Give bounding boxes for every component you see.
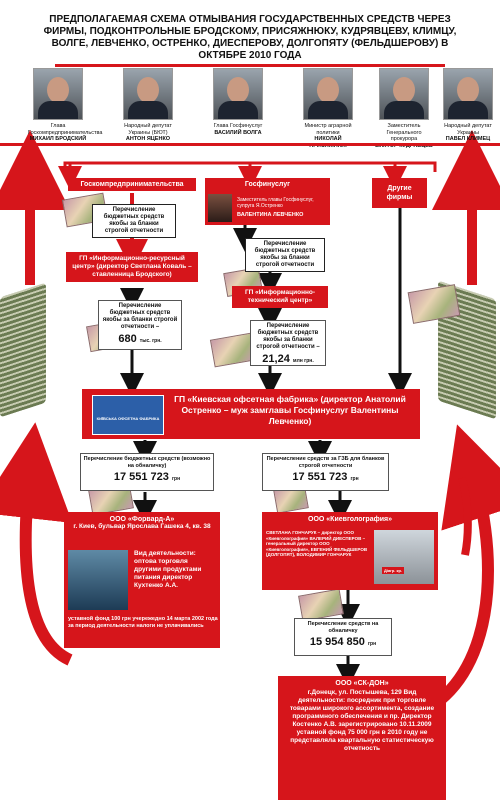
right-out-label: Перечисление средств за ГЗБ для бланков …	[266, 456, 385, 469]
skdon-title: ООО «СК-ДОН»	[335, 680, 389, 687]
deputy-role: Заместитель главы Госфинуслуг, супруга Я…	[237, 197, 314, 209]
header-gosfinuslug: Госфинуслуг	[205, 178, 330, 191]
left-out-card: Перечисление бюджетных средств (возможно…	[80, 453, 214, 491]
amount-label: Перечисление бюджетных средств якобы за …	[102, 303, 178, 330]
left-return-arrow	[0, 422, 73, 666]
person-role: Народный депутат Украины	[444, 123, 492, 136]
amount-unit: тыс. грн.	[139, 338, 162, 344]
portrait	[213, 68, 263, 120]
forward-a-card: ООО «Форвард-А» г. Киев, бульвар Ярослав…	[64, 512, 220, 648]
person-card: Министр аграрной политики НИКОЛАЙ ПРИСЯЖ…	[298, 68, 358, 149]
amount-card-left: Перечисление бюджетных средств якобы за …	[98, 300, 182, 350]
kievgolo-photo-label: Діагр. кр.	[382, 567, 405, 574]
person-card: Народный депутат Украины ПАВЕЛ КЛИМЕЦ	[438, 68, 498, 143]
amount-value-wrap: 21,24 млн грн.	[251, 353, 325, 365]
amount-value-wrap: 17 551 723 грн	[81, 471, 213, 483]
title-divider	[55, 64, 445, 67]
person-name: ПАВЕЛ КЛИМЕЦ	[445, 136, 491, 142]
money-stack-left	[0, 282, 46, 418]
skdon-card: ООО «СК-ДОН» г.Донецк, ул. Постышева, 12…	[278, 676, 446, 800]
portrait	[379, 68, 429, 120]
forward-activity: Вид деятельности: оптова торговля другим…	[134, 550, 202, 589]
person-role: Глава Госфинуслуг	[213, 123, 263, 129]
building-photo	[68, 550, 128, 610]
transfer-box: Перечисление бюджетных средств якобы за …	[245, 238, 325, 272]
person-name: МИХАИЛ БРОДСКИЙ	[29, 136, 87, 142]
kievgolo-title: ООО «Киевголография»	[308, 516, 392, 523]
factory-sign-text: КИЇВСЬКА ОФСЕТНА ФАБРИКА	[96, 416, 160, 421]
cash-card: Перечисление средств на обналичку 15 954…	[294, 618, 392, 656]
people-divider	[0, 143, 500, 146]
person-role: Министр аграрной политики	[304, 123, 352, 136]
header-goskompred: Госкомпредпринимательства	[68, 178, 196, 191]
central-factory: КИЇВСЬКА ОФСЕТНА ФАБРИКА ГП «Киевская оф…	[82, 389, 420, 439]
kievgolo-text: СВЕТЛАНА ГОНЧАРУК – директор ООО «Киевго…	[266, 530, 368, 557]
person-card: Глава Госкомпредпринимательства МИХАИЛ Б…	[28, 68, 103, 143]
deputy-name: ВАЛЕНТИНА ЛЕВЧЕНКО	[237, 212, 304, 218]
amount-value: 680	[118, 333, 137, 345]
central-text: ГП «Киевская офсетная фабрика» (директор…	[174, 394, 406, 426]
portrait	[303, 68, 353, 120]
person-card: Глава Госфинуслуг ВАСИЛИЙ ВОЛГА	[208, 68, 268, 136]
kievgolo-card: ООО «Киевголография» СВЕТЛАНА ГОНЧАРУК –…	[262, 512, 438, 590]
transfer-box: Перечисление бюджетных средств якобы за …	[92, 204, 176, 238]
person-role: Народный депутат Украины (БЮТ)	[124, 123, 172, 136]
scheme-title: ПРЕДПОЛАГАЕМАЯ СХЕМА ОТМЫВАНИЯ ГОСУДАРСТ…	[43, 14, 457, 61]
person-card: Народный депутат Украины (БЮТ) АНТОН ЯЦЕ…	[118, 68, 178, 143]
right-out-card: Перечисление средств за ГЗБ для бланков …	[262, 453, 389, 491]
enterprise-itc: ГП «Информационно-технический центр»	[232, 286, 328, 308]
deputy-card: Заместитель главы Госфинуслуг, супруга Я…	[205, 191, 330, 225]
cash-label: Перечисление средств на обналичку	[307, 621, 379, 634]
person-role: Глава Госкомпредпринимательства	[28, 123, 103, 136]
forward-title: ООО «Форвард-А»	[109, 516, 175, 523]
amount-unit: грн	[367, 641, 377, 647]
amount-card-mid: Перечисление бюджетных средств якобы за …	[250, 320, 326, 366]
amount-unit: грн	[171, 476, 181, 482]
forward-footer: уставной фонд 100 грн учережедно 14 март…	[68, 616, 218, 629]
kievgolo-photo: Діагр. кр.	[374, 530, 434, 584]
amount-value-wrap: 17 551 723 грн	[263, 471, 388, 483]
amount-value: 21,24	[262, 353, 290, 365]
header-other-firms: Другие фирмы	[372, 178, 427, 208]
amount-unit: млн грн.	[292, 358, 314, 364]
amount-value: 15 954 850	[309, 636, 365, 648]
person-role: Заместитель Генерального прокурора	[386, 123, 422, 142]
person-name: АНТОН ЯЦЕНКО	[125, 136, 171, 142]
amount-unit: грн	[350, 476, 359, 482]
person-card: Заместитель Генерального прокурора ВИКТО…	[374, 68, 434, 149]
amount-value-wrap: 15 954 850 грн	[295, 636, 391, 648]
enterprise-irc: ГП «Информационно-ресурсный центр» (дире…	[66, 252, 198, 282]
left-out-label: Перечисление бюджетных средств (возможно…	[83, 456, 211, 469]
amount-value-wrap: 680 тыс. грн.	[99, 333, 181, 345]
person-name: ВАСИЛИЙ ВОЛГА	[214, 129, 262, 136]
portrait	[443, 68, 493, 120]
amount-value: 17 551 723	[292, 471, 348, 483]
portrait	[123, 68, 173, 120]
deputy-photo	[208, 194, 232, 222]
right-return-arrow	[436, 424, 500, 705]
amount-label: Перечисление бюджетных средств якобы за …	[256, 323, 320, 350]
forward-address: г. Киев, бульвар Ярослава Гашека 4, кв. …	[73, 523, 211, 530]
factory-sign: КИЇВСЬКА ОФСЕТНА ФАБРИКА	[92, 395, 164, 435]
amount-value: 17 551 723	[113, 471, 169, 483]
skdon-text: г.Донецк, ул. Постышева, 129 Вид деятель…	[289, 689, 435, 752]
portrait	[33, 68, 83, 120]
